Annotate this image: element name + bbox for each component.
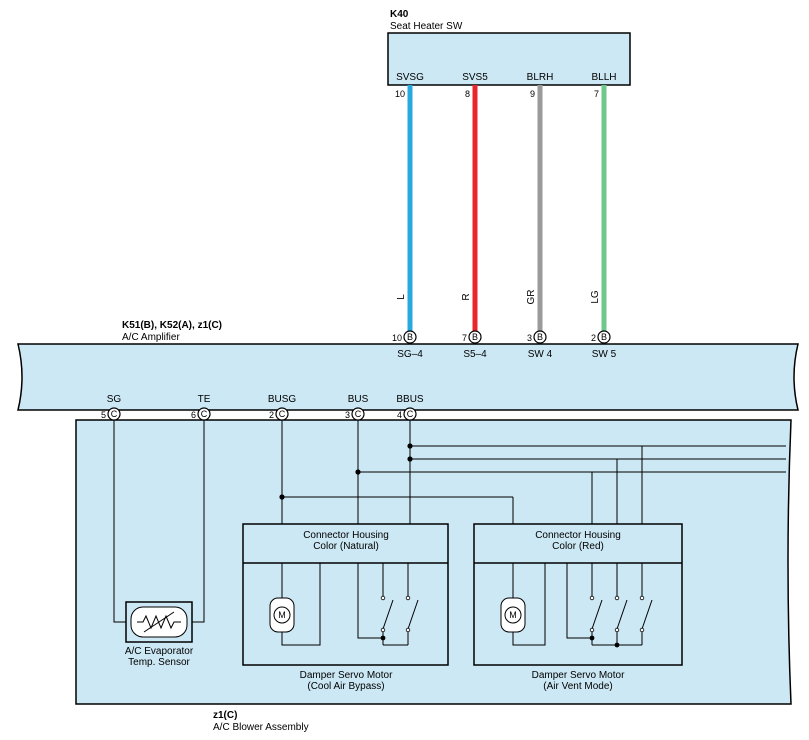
junction-dots [279,443,413,500]
amp-label-sg4: SG–4 [397,349,423,360]
servo-cool-housing-1: Connector Housing [303,530,389,541]
amp-top-connector-3: 3 B [527,330,547,344]
sw-terminal-svsg: SVSG [396,72,424,83]
servo-vent-name-2: (Air Vent Mode) [543,681,612,692]
servo-cool-motor-symbol: M [278,610,286,620]
internal-wiring [113,420,786,623]
amplifier-code: K51(B), K52(A), z1(C) [122,320,222,331]
servo-cool-air-bypass [242,523,449,666]
svg-text:C: C [201,409,208,419]
servo-vent-name-1: Damper Servo Motor [532,670,625,681]
sw-pin-8: 8 [465,89,470,99]
amp-bottom-connector-bus: 3 C [345,407,365,421]
amp-top-connector-4: 2 B [591,330,611,344]
servo-air-vent-mode [473,523,683,666]
servo-vent-housing-2: Color (Red) [552,541,604,552]
amp-bottom-connector-te: 6 C [191,407,211,421]
amp-bottom-connector-busg: 2 C [269,407,289,421]
amp-label-te: TE [198,394,211,405]
svg-text:B: B [472,332,478,342]
wire-code-lg: LG [590,290,601,304]
evaporator-sensor-label-2: Temp. Sensor [128,657,190,668]
wire-code-gr: GR [526,290,537,305]
amp-bottom-connector-bbus: 4 C [397,407,417,421]
svg-text:6: 6 [191,410,196,420]
evaporator-sensor-symbol [125,601,193,643]
svg-text:C: C [355,409,362,419]
servo-vent-housing-1: Connector Housing [535,530,621,541]
svg-text:B: B [407,332,413,342]
amp-label-sw5: SW 5 [592,349,617,360]
seat-heater-sw-code: K40 [390,9,409,20]
sw-pin-7: 7 [594,89,599,99]
sw-terminal-svs5: SVS5 [462,72,488,83]
amp-label-bbus: BBUS [396,394,424,405]
seat-heater-sw-box [387,32,631,86]
amp-label-s54: S5–4 [463,349,487,360]
sw-terminal-blrh: BLRH [527,72,554,83]
wire-code-l: L [396,294,407,300]
amp-label-sw4: SW 4 [528,349,553,360]
amplifier-name: A/C Amplifier [122,332,180,343]
svg-text:5: 5 [101,410,106,420]
svg-text:C: C [279,409,286,419]
sw-pin-9: 9 [530,89,535,99]
svg-text:2: 2 [269,410,274,420]
svg-text:C: C [111,409,118,419]
amp-label-bus: BUS [348,394,369,405]
svg-text:7: 7 [462,333,467,343]
servo-cool-name-1: Damper Servo Motor [300,670,393,681]
svg-text:10: 10 [392,333,402,343]
svg-text:2: 2 [591,333,596,343]
sw-pin-10: 10 [395,89,405,99]
svg-text:4: 4 [397,410,402,420]
sw-terminal-bllh: BLLH [591,72,616,83]
svg-text:3: 3 [527,333,532,343]
wire-code-r: R [461,293,472,300]
amp-top-connector-1: 10 B [392,330,417,344]
servo-vent-motor-symbol: M [509,610,517,620]
svg-text:C: C [407,409,414,419]
amp-bottom-connector-sg: 5 C [101,407,121,421]
svg-text:B: B [537,332,543,342]
amp-label-sg: SG [107,394,122,405]
blower-assembly-name: A/C Blower Assembly [213,722,309,733]
servo-cool-name-2: (Cool Air Bypass) [307,681,384,692]
servo-cool-housing-2: Color (Natural) [313,541,379,552]
amp-label-busg: BUSG [268,394,297,405]
amplifier-panel [17,343,799,411]
blower-assembly-code: z1(C) [213,710,237,721]
svg-text:B: B [601,332,607,342]
evaporator-sensor-label-1: A/C Evaporator [125,646,194,657]
svg-text:3: 3 [345,410,350,420]
seat-heater-sw-name: Seat Heater SW [390,21,463,32]
amp-top-connector-2: 7 B [462,330,482,344]
